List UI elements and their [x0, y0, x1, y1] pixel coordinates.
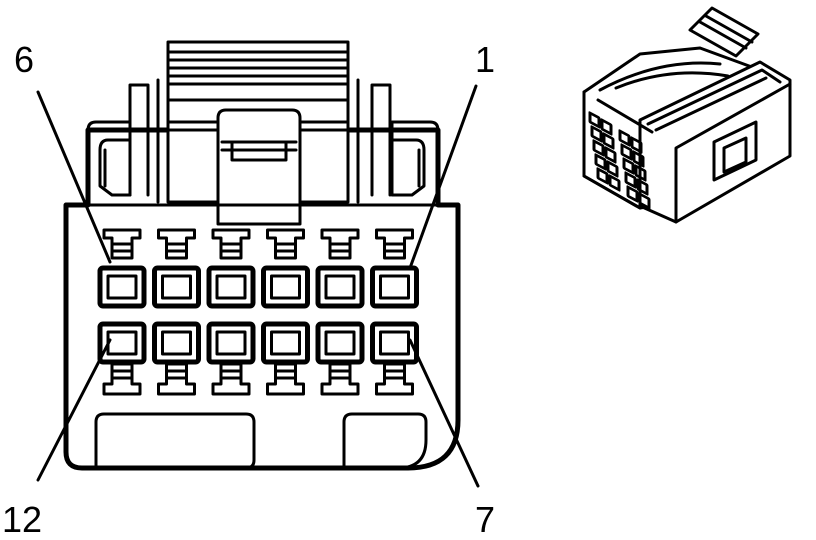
center-latch-tab	[216, 108, 302, 226]
iso-cell	[592, 139, 605, 157]
cavity-bottom-4	[261, 321, 310, 365]
upper-terminal-row	[102, 228, 414, 260]
terminal-indicator-lower	[102, 362, 142, 396]
pin-label-7: 7	[475, 499, 495, 540]
right-latch-ear	[390, 120, 440, 197]
iso-cell	[638, 192, 651, 210]
isometric-terminal-cells	[588, 111, 651, 210]
pin-label-1: 1	[475, 39, 495, 80]
terminal-indicator-upper	[102, 228, 142, 260]
pin-label-12: 12	[2, 499, 42, 540]
cavity-bottom-5	[315, 321, 365, 365]
leader-line-pin-6	[36, 90, 112, 264]
iso-cell	[626, 185, 639, 203]
cavity-grid	[97, 265, 419, 365]
iso-cell	[620, 143, 633, 161]
cavity-top-2	[152, 265, 201, 309]
terminal-indicator-lower	[266, 362, 305, 396]
leader-line-pin-12	[36, 338, 112, 482]
iso-cell	[608, 174, 621, 192]
bottom-right-key	[342, 412, 428, 470]
leader-line-pin-1	[408, 84, 478, 270]
left-latch-ear	[86, 120, 132, 197]
terminal-indicator-lower	[157, 362, 196, 396]
iso-cell	[624, 171, 637, 189]
iso-cell	[636, 178, 649, 196]
iso-cell	[634, 164, 647, 182]
iso-cell	[622, 157, 635, 175]
cavity-bottom-6	[370, 321, 419, 365]
connector-face-view	[36, 40, 480, 488]
terminal-indicator-upper	[320, 228, 360, 260]
cavity-bottom-2	[152, 321, 201, 365]
iso-cell	[590, 125, 603, 143]
terminal-indicator-upper	[375, 228, 414, 260]
iso-cell	[604, 146, 617, 164]
leader-line-pin-7	[408, 338, 480, 488]
cavity-top-4	[261, 265, 310, 309]
bottom-left-key	[94, 412, 256, 470]
cavity-bottom-3	[206, 321, 256, 365]
lower-terminal-row	[102, 362, 414, 396]
iso-cell	[602, 132, 615, 150]
terminal-indicator-lower	[320, 362, 360, 396]
iso-cell	[594, 153, 607, 171]
terminal-indicator-lower	[375, 362, 414, 396]
left-post	[128, 83, 150, 197]
iso-cell	[606, 160, 619, 178]
cavity-top-3	[206, 265, 256, 309]
iso-cell	[618, 129, 631, 147]
cavity-bottom-1	[97, 321, 147, 365]
iso-cell	[630, 136, 643, 154]
cavity-top-6	[370, 265, 419, 309]
iso-cell	[600, 118, 613, 136]
iso-cell	[596, 167, 609, 185]
pin-label-6: 6	[14, 39, 34, 80]
terminal-indicator-upper	[211, 228, 251, 260]
terminal-indicator-lower	[211, 362, 251, 396]
cavity-top-5	[315, 265, 365, 309]
connector-isometric-view	[582, 6, 792, 224]
right-post	[370, 83, 392, 197]
iso-cell	[632, 150, 645, 168]
cavity-top-1	[97, 265, 147, 309]
terminal-indicator-upper	[157, 228, 196, 260]
iso-cell	[588, 111, 601, 129]
terminal-indicator-upper	[266, 228, 305, 260]
